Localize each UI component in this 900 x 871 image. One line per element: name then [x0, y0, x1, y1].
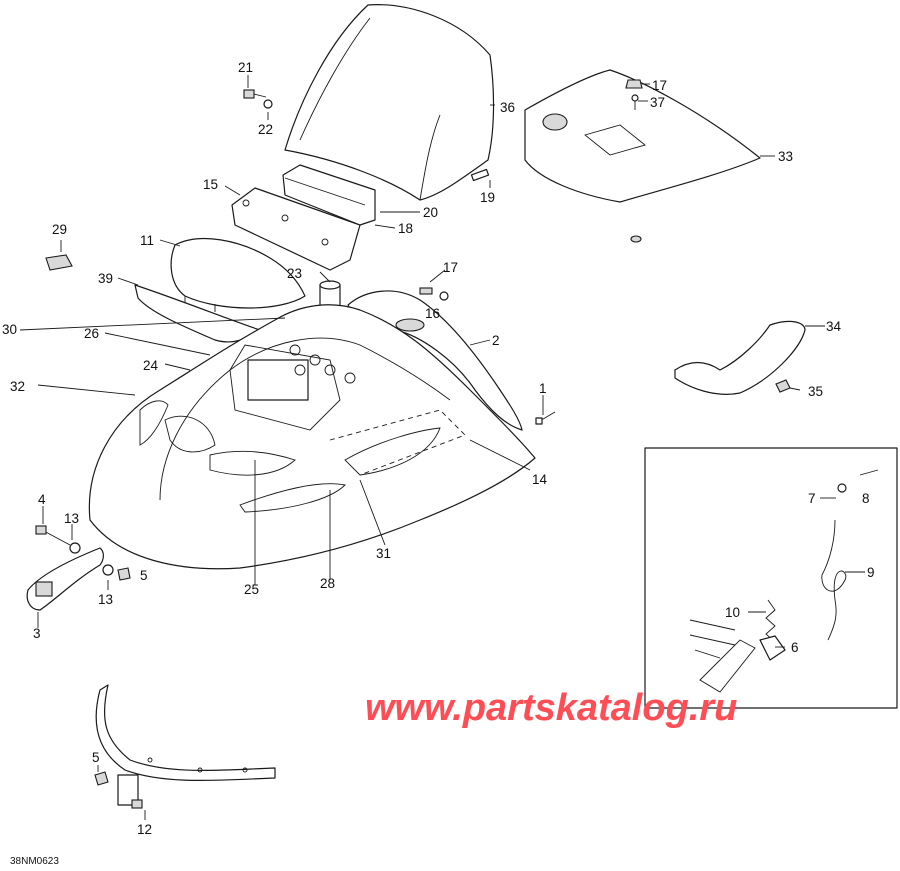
hood-cover-plate — [524, 69, 761, 203]
callout-21: 21 — [238, 60, 253, 75]
callout-19: 19 — [480, 190, 495, 205]
callout-37: 37 — [650, 95, 665, 110]
callout-13-upper: 13 — [64, 511, 79, 526]
bolt-8 — [859, 469, 879, 476]
washer-17 — [439, 291, 449, 301]
callout-35: 35 — [808, 384, 823, 399]
guard-34 — [674, 320, 806, 395]
pin-19 — [470, 168, 490, 182]
washer-38 — [630, 235, 642, 243]
callout-1: 1 — [539, 381, 547, 396]
callout-33: 33 — [778, 149, 793, 164]
callout-34: 34 — [826, 319, 842, 334]
hood-body — [88, 304, 536, 570]
cable-9 — [821, 519, 847, 641]
inset-box — [644, 447, 898, 709]
callout-30: 30 — [2, 322, 17, 337]
callout-5-lower: 5 — [92, 750, 100, 765]
screw-37 — [631, 94, 639, 110]
callout-3: 3 — [33, 626, 41, 641]
pedal-assembly — [689, 619, 756, 693]
nut-5-lower — [94, 771, 109, 786]
diagram-code: 38NM0623 — [10, 856, 59, 867]
callout-14: 14 — [532, 472, 548, 487]
bolt-12 — [131, 799, 143, 809]
callout-18: 18 — [398, 221, 413, 236]
bracket-6 — [759, 635, 786, 661]
callout-labels: 21 22 36 17 37 33 15 20 19 18 29 11 23 1… — [2, 60, 875, 837]
callout-20: 20 — [423, 205, 438, 220]
callout-24: 24 — [143, 358, 159, 373]
washer-7 — [837, 483, 847, 493]
callout-28: 28 — [320, 576, 335, 591]
callout-23: 23 — [287, 266, 302, 281]
callout-16: 16 — [425, 306, 440, 321]
callout-17-top: 17 — [652, 78, 667, 93]
callout-7: 7 — [808, 491, 816, 506]
callout-31: 31 — [376, 546, 391, 561]
watermark: www.partskatalog.ru — [365, 687, 737, 729]
callout-15: 15 — [203, 177, 218, 192]
washer-13-upper — [69, 542, 81, 554]
pin-1 — [535, 411, 556, 425]
washer-13-lower — [102, 564, 114, 576]
bolt-4 — [35, 525, 71, 546]
callout-25: 25 — [244, 582, 259, 597]
nut-5-upper — [117, 567, 131, 581]
callout-39: 39 — [98, 271, 113, 286]
leader-lines — [19, 75, 865, 820]
callout-11: 11 — [140, 233, 154, 248]
callout-9: 9 — [867, 565, 875, 580]
callout-36: 36 — [500, 100, 515, 115]
console-18 — [282, 164, 376, 226]
screw-21 — [243, 89, 267, 99]
console-15 — [231, 187, 361, 271]
callout-26: 26 — [84, 326, 99, 341]
screw-16 — [419, 287, 433, 295]
nut-17-top — [625, 79, 643, 89]
callout-4: 4 — [38, 492, 46, 507]
cargo-shelf-11 — [170, 238, 306, 312]
callout-13-lower: 13 — [98, 592, 113, 607]
callout-8: 8 — [862, 491, 870, 506]
callout-2: 2 — [492, 333, 500, 348]
callout-10: 10 — [725, 605, 740, 620]
callout-5-upper: 5 — [140, 568, 148, 583]
hinge-bracket-3 — [26, 547, 104, 611]
callout-22: 22 — [258, 122, 273, 137]
callout-17-mid: 17 — [443, 260, 458, 275]
windshield — [284, 4, 495, 201]
callout-29: 29 — [52, 222, 67, 237]
screw-35 — [775, 379, 791, 393]
callout-32: 32 — [10, 379, 25, 394]
clip-29 — [45, 254, 73, 271]
callout-6: 6 — [791, 640, 799, 655]
callout-12: 12 — [137, 822, 152, 837]
front-rail — [95, 684, 276, 806]
washer-22 — [263, 99, 273, 109]
